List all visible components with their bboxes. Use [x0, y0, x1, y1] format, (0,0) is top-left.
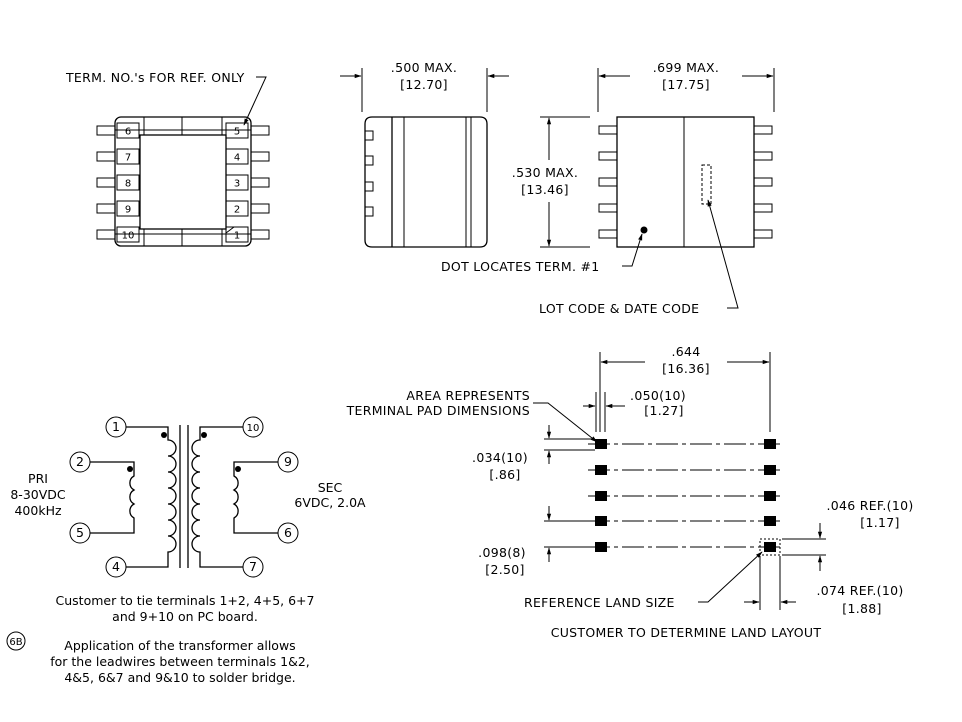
- pri-label: PRI: [28, 471, 48, 486]
- ref-height-dim-mm: [1.17]: [860, 515, 899, 530]
- polarity-dot: [201, 432, 207, 438]
- tie-note-line1: Customer to tie terminals 1+2, 4+5, 6+7: [56, 593, 315, 608]
- tie-note-line2: and 9+10 on PC board.: [112, 609, 258, 624]
- area-note-1: AREA REPRESENTS: [406, 388, 530, 403]
- end-width-dim-mm: [17.75]: [662, 77, 710, 92]
- lot-code-note: LOT CODE & DATE CODE: [539, 301, 699, 316]
- land-span-dim-mm: [16.36]: [662, 361, 710, 376]
- pri-voltage: 8-30VDC: [10, 487, 66, 502]
- pri-frequency: 400kHz: [14, 503, 61, 518]
- land-layout-footer: CUSTOMER TO DETERMINE LAND LAYOUT: [551, 625, 822, 640]
- polarity-dot: [127, 466, 133, 472]
- top-right-pins: 5 4 3 2 1: [225, 122, 270, 243]
- sec-label: SEC: [318, 480, 343, 495]
- ref-width-dim-mm: [1.88]: [842, 601, 881, 616]
- side-width-dim: .500 MAX.: [391, 60, 457, 75]
- pin-label: 7: [249, 559, 257, 574]
- lot-code-area: [701, 164, 712, 205]
- area-note-2: TERMINAL PAD DIMENSIONS: [346, 403, 530, 418]
- end-view-pins: [598, 125, 773, 239]
- pin-label: 6: [125, 127, 131, 138]
- ref-land-note: REFERENCE LAND SIZE: [524, 595, 675, 610]
- primary-winding-inner: [90, 461, 136, 534]
- pin-label: 4: [234, 153, 240, 164]
- pin1-dot: [640, 226, 648, 234]
- app-note-line3: 4&5, 6&7 and 9&10 to solder bridge.: [64, 670, 295, 685]
- land-layout: .644 [16.36] AREA REPRESENTS TERMINAL PA…: [346, 344, 914, 640]
- side-view: .500 MAX. [12.70]: [340, 60, 509, 248]
- revision-tag-circle: [6, 631, 26, 651]
- pin-label: 5: [76, 525, 84, 540]
- pin-label: 7: [125, 153, 131, 164]
- pad-width-dim: .050(10): [630, 388, 686, 403]
- pin-label: 9: [284, 454, 292, 469]
- schematic-pin-circles: 1 2 5 4 10 9 6 7: [69, 416, 299, 578]
- pin-label: 9: [125, 205, 131, 216]
- transformer-schematic: 1 2 5 4 10 9 6 7: [6, 416, 366, 685]
- polarity-dot: [235, 466, 241, 472]
- pitch-dim: .098(8): [478, 545, 526, 560]
- app-note-line2: for the leadwires between terminals 1&2,: [50, 654, 310, 669]
- pin-label: 4: [112, 559, 120, 574]
- land-span-dim: .644: [671, 344, 700, 359]
- pin-label: 10: [122, 231, 135, 242]
- primary-winding-outer: [126, 426, 177, 568]
- end-view: .699 MAX. [17.75] .530 MAX. [13.46] DOT: [441, 60, 775, 316]
- top-view: TERM. NO.'s FOR REF. ONLY 6 7 8 9: [65, 70, 270, 247]
- top-left-pins: 6 7 8 9 10: [96, 122, 140, 243]
- top-core-window: [139, 134, 227, 230]
- reference-land-outline: [759, 538, 781, 556]
- pin-label: 3: [234, 179, 240, 190]
- pad-height-dim-mm: [.86]: [489, 467, 520, 482]
- app-note-line1: Application of the transformer allows: [64, 638, 295, 653]
- pin-label: 2: [76, 454, 84, 469]
- pin-label: 2: [234, 205, 240, 216]
- side-body-outline: [364, 116, 488, 248]
- pin-label: 1: [234, 231, 240, 242]
- term-ref-note: TERM. NO.'s FOR REF. ONLY: [65, 70, 245, 85]
- ref-height-dim: .046 REF.(10): [826, 498, 913, 513]
- pin-label: 10: [247, 423, 260, 434]
- end-width-dim: .699 MAX.: [653, 60, 719, 75]
- end-height-dim-mm: [13.46]: [521, 182, 569, 197]
- end-body-outline: [616, 116, 755, 248]
- secondary-winding-inner: [232, 461, 278, 534]
- revision-tag: 6B: [9, 637, 22, 648]
- pitch-dim-mm: [2.50]: [485, 562, 524, 577]
- pin-label: 8: [125, 179, 131, 190]
- pad-height-dim: .034(10): [472, 450, 528, 465]
- pad-width-dim-mm: [1.27]: [644, 403, 683, 418]
- ref-width-dim: .074 REF.(10): [816, 583, 903, 598]
- pin-label: 5: [234, 127, 240, 138]
- secondary-winding-outer: [191, 426, 243, 568]
- end-height-dim: .530 MAX.: [512, 165, 578, 180]
- polarity-dot: [161, 432, 167, 438]
- dot-note: DOT LOCATES TERM. #1: [441, 259, 600, 274]
- pin-label: 1: [112, 419, 120, 434]
- pin-label: 6: [284, 525, 292, 540]
- sec-rating: 6VDC, 2.0A: [294, 495, 366, 510]
- side-width-dim-mm: [12.70]: [400, 77, 448, 92]
- land-pads: [588, 439, 784, 556]
- term-ref-leader: [243, 76, 267, 126]
